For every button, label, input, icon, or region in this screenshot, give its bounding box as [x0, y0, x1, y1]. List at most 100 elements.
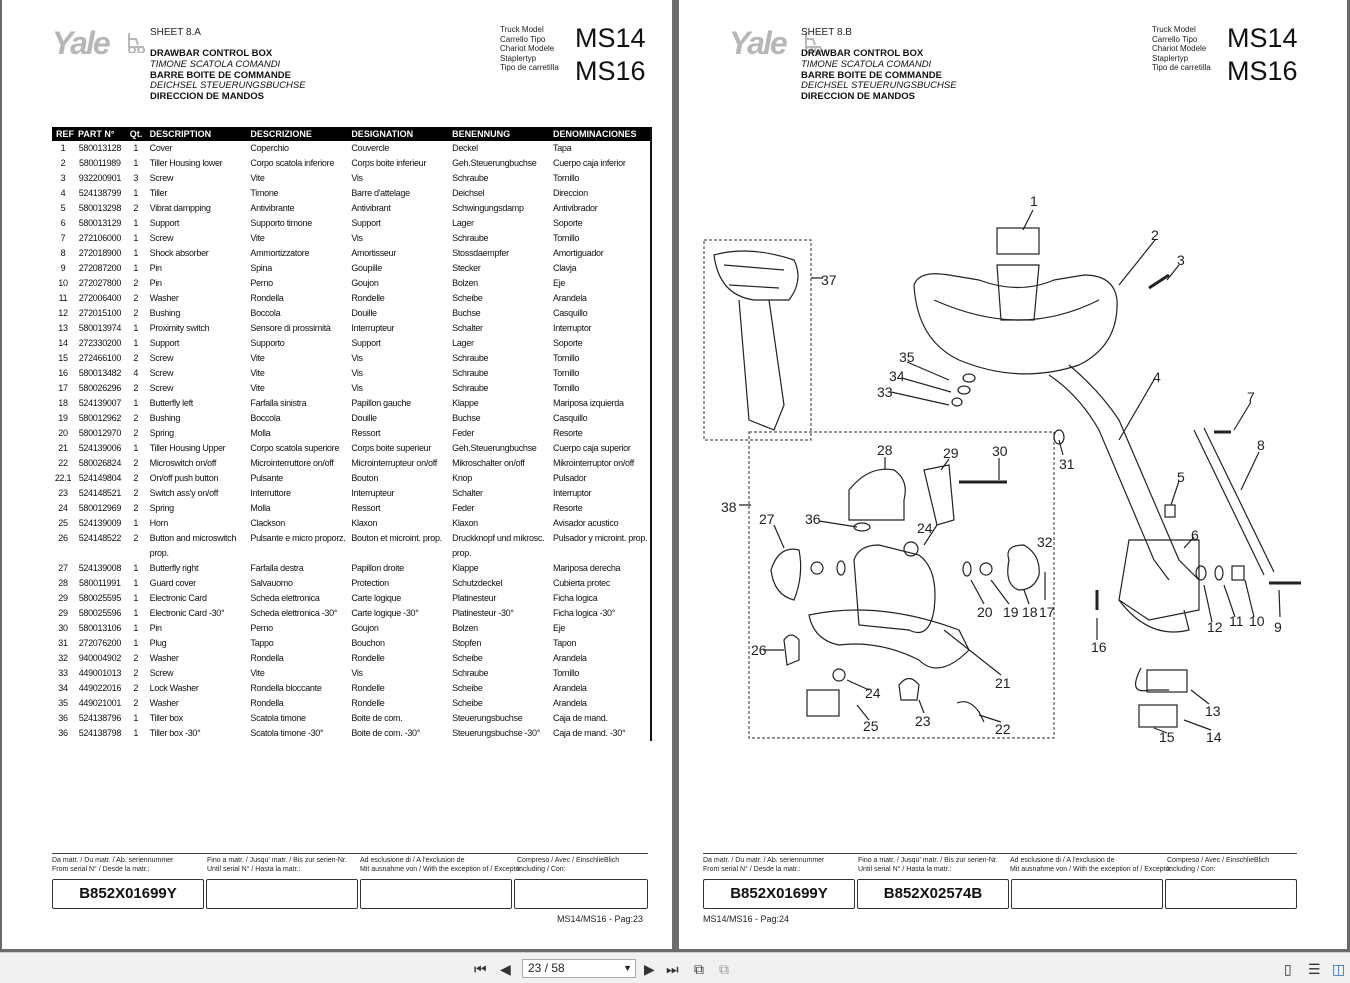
page-number-label: MS14/MS16 - Pag:24	[703, 914, 790, 924]
cell-part-no: 524149804	[78, 473, 122, 483]
fit-width-icon[interactable]: ⧉	[719, 961, 729, 977]
cell-part-no: 580025596	[78, 608, 122, 618]
cell-qty: 1	[133, 623, 139, 633]
cell-description: Washer	[149, 698, 179, 708]
cell-part-no: 580013106	[78, 623, 122, 633]
cell-qty: 2	[133, 533, 139, 543]
cell-ref: 13	[58, 323, 68, 333]
cell-benennung: Klappe	[452, 398, 479, 408]
callout-31: 31	[1059, 456, 1075, 472]
part-6-support	[1118, 539, 1200, 621]
callout-5: 5	[1177, 469, 1185, 485]
cell-qty: 1	[133, 713, 139, 723]
cell-denominaciones: Arandela	[553, 293, 587, 303]
cell-description: Screw	[149, 173, 174, 183]
single-page-view-icon[interactable]: ▯	[1284, 961, 1292, 977]
page-number-select[interactable]: 23 / 58▼	[522, 959, 636, 978]
callout-17: 17	[1039, 604, 1055, 620]
cell-benennung: Schraube	[452, 173, 489, 183]
cell-part-no: 580011991	[79, 578, 121, 588]
cell-benennung: Bolzen	[452, 623, 478, 633]
prev-page-icon[interactable]: ◀	[500, 961, 511, 977]
cell-qty: 2	[133, 458, 139, 468]
cell-description: Butterfly left	[149, 398, 194, 408]
cell-descrizione: Molla	[250, 503, 271, 513]
callout-35: 35	[899, 349, 915, 365]
cell-qty: 1	[133, 323, 139, 333]
cell-designation: Bouton et microint. prop.	[351, 533, 442, 543]
serial-including-box	[514, 879, 648, 909]
part-24b-spring	[832, 668, 846, 682]
cell-part-no: 524139006	[78, 443, 122, 453]
cell-description: Button and microswitch	[149, 533, 237, 543]
cell-part-no: 272076200	[78, 638, 122, 648]
cell-designation: Bouton	[351, 473, 379, 483]
cell-qty: 2	[133, 413, 139, 423]
cell-designation: Douille	[351, 308, 377, 318]
title-es: DIRECCION DE MANDOS	[150, 91, 265, 103]
cell-benennung: Knop	[452, 473, 472, 483]
cell-benennung: Schraube	[452, 368, 489, 378]
cell-benennung: Buchse	[452, 308, 481, 318]
cell-benennung: Schraube	[452, 233, 489, 243]
two-page-view-icon[interactable]: ◫	[1332, 961, 1346, 977]
cell-qty: 1	[133, 233, 139, 243]
callout-33: 33	[877, 384, 893, 400]
cell-ref: 14	[58, 338, 68, 348]
cell-part-no: 272330200	[78, 338, 122, 348]
cell-part-no: 524148521	[78, 488, 122, 498]
cell-description: Guard cover	[149, 578, 197, 588]
cell-benennung: Schraube	[452, 668, 489, 678]
cell-descrizione: Vite	[250, 233, 265, 243]
cell-denominaciones: Tornillo	[553, 173, 580, 183]
cell-designation: Boite de com.	[351, 713, 403, 723]
cell-part-no: 272018900	[78, 248, 122, 258]
serial-until-box: B852X02574B	[857, 879, 1009, 909]
callout-11: 11	[1229, 613, 1244, 629]
cell-ref: 5	[60, 203, 66, 213]
cell-designation: Rondelle	[351, 293, 385, 303]
cell-ref: 22.1	[54, 473, 72, 483]
cell-benennung: Schraube	[452, 353, 489, 363]
cell-part-no: 580013129	[78, 218, 122, 228]
cell-benennung: Steuerungsbuchse	[452, 713, 523, 723]
col-denominaciones: DENOMINACIONES	[549, 127, 651, 141]
fit-page-icon[interactable]: ⧉	[694, 961, 704, 977]
cell-part-no: 580012969	[78, 503, 122, 513]
last-page-icon[interactable]: ⏭	[666, 961, 679, 977]
title-de: DEICHSEL STEUERUNGSBUCHSE	[150, 80, 306, 92]
cell-ref: 34	[58, 683, 68, 693]
cell-denominaciones: Tapon	[553, 638, 577, 648]
cell-qty: 2	[133, 353, 139, 363]
cell-denominaciones: Mikrointerruptor on/off	[553, 458, 634, 468]
cell-part-no: 932200901	[78, 173, 122, 183]
part-5	[1164, 504, 1176, 518]
chevron-down-icon[interactable]: ▼	[623, 963, 632, 973]
first-page-icon[interactable]: ⏮	[474, 961, 487, 977]
cell-denominaciones: Antivibrador	[553, 203, 598, 213]
cell-part-no: 272466100	[78, 353, 122, 363]
cell-qty: 1	[133, 518, 139, 528]
model-names: MS14 MS16	[575, 23, 646, 86]
cell-ref: 26	[58, 533, 68, 543]
cell-designation: Couvercle	[351, 143, 390, 153]
cell-description: Microswitch on/off	[149, 458, 217, 468]
cell-denominaciones: Caja de mand.	[553, 713, 608, 723]
cell-denominaciones: Eje	[553, 623, 566, 633]
cell-designation: Vis	[351, 668, 363, 678]
callout-38: 38	[721, 499, 737, 515]
next-page-icon[interactable]: ▶	[644, 961, 655, 977]
cell-descrizione: Rondella bloccante	[250, 683, 322, 693]
continuous-view-icon[interactable]: ☰	[1308, 961, 1321, 977]
cell-part-no: 449001013	[78, 668, 122, 678]
